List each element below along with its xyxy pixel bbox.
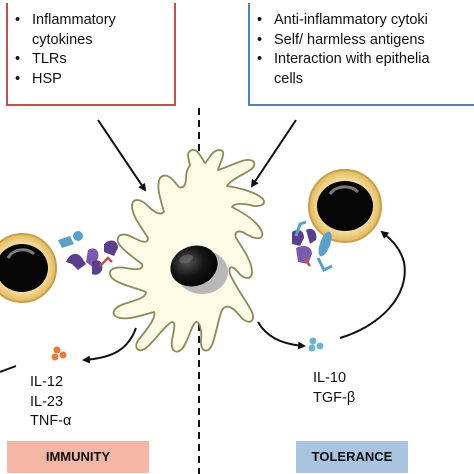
cytokine-il12: IL-12: [30, 374, 64, 390]
tolerance-label: TOLERANCE: [296, 441, 408, 473]
cytokine-tnfa: TNF-α: [30, 413, 72, 429]
immunity-label: IMMUNITY: [7, 441, 149, 473]
immunity-signals-box: •Inflammatory cytokines •TLRs •HSP: [6, 3, 176, 106]
cell-nucleus: [170, 245, 218, 287]
immunity-cytokine-particles: [51, 346, 67, 361]
arrow-to-tolerance-cytokines: [257, 321, 306, 350]
arrow-left-edge: [0, 365, 17, 373]
arrow-left-box-to-cell: [97, 119, 147, 192]
immunity-signal-item: •TLRs: [15, 51, 67, 67]
immunity-signal-item: •Inflammatory: [15, 12, 116, 28]
tolerance-signal-item: cells: [274, 70, 304, 87]
cytokine-il10: IL-10: [313, 370, 347, 386]
immunity-cytokine-list: IL-12 IL-23 TNF-α: [30, 373, 71, 432]
tolerance-cytokine-particles: [308, 337, 324, 352]
t-cell-left: [0, 233, 57, 303]
arrow-right-box-to-cell: [250, 119, 297, 188]
immunity-signal-item: •HSP: [15, 70, 62, 87]
cytokine-tgfb: TGF-β: [313, 389, 356, 406]
arrow-to-right-t-cell: [339, 230, 406, 339]
tolerance-cytokine-list: IL-10 TGF-β: [313, 369, 355, 408]
receptor-complex-right: [292, 220, 333, 273]
tolerance-signal-item: •Anti-inflammatory cytoki: [257, 12, 428, 28]
receptor-complex-left: [58, 231, 118, 275]
cytokine-il23: IL-23: [30, 393, 64, 410]
nucleus-highlight: [179, 254, 193, 264]
tolerance-signal-item: •Self/ harmless antigens: [257, 31, 425, 48]
t-cell-right: [308, 169, 382, 243]
tolerance-signal-item: •Interaction with epithelia: [257, 51, 430, 67]
arrow-to-immunity-cytokines: [82, 327, 137, 364]
tolerance-signals-box: •Anti-inflammatory cytoki •Self/ harmles…: [248, 3, 474, 106]
immunity-signal-item: cytokines: [32, 31, 93, 48]
